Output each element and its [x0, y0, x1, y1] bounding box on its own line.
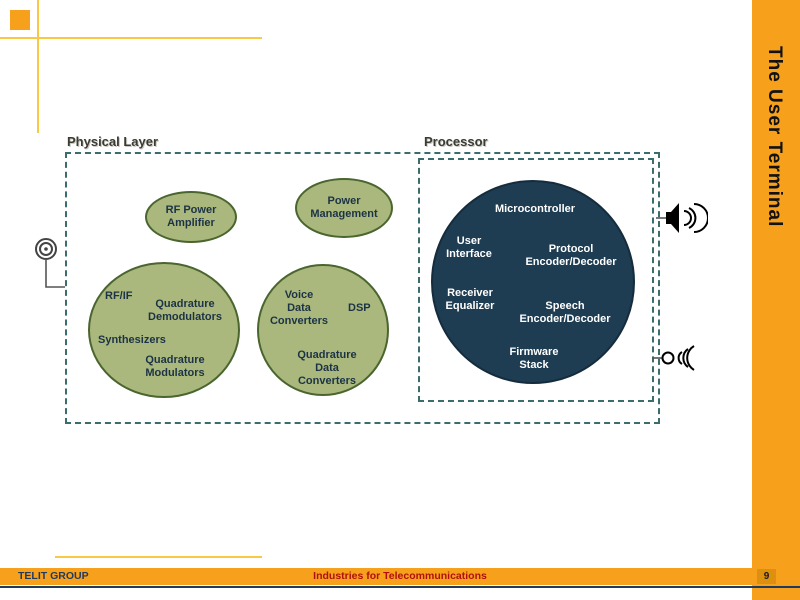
power-management-node: Power Management	[295, 178, 393, 238]
speaker-icon	[656, 203, 708, 233]
protocol-encoder-decoder-label: Protocol Encoder/Decoder	[525, 243, 617, 268]
microcontroller-label: Microcontroller	[494, 203, 576, 215]
bottom-left-horizontal-line	[55, 556, 262, 558]
receiver-equalizer-label: Receiver Equalizer	[445, 287, 495, 312]
rf-power-amplifier-label: RF Power Amplifier	[165, 204, 217, 229]
physical-layer-box	[65, 152, 660, 424]
power-management-label: Power Management	[310, 195, 378, 220]
antenna-icon	[35, 238, 65, 288]
side-band	[752, 0, 800, 600]
quadrature-modulators-label: Quadrature Modulators	[145, 354, 205, 379]
physical-layer-label: Physical Layer	[67, 134, 159, 149]
footer-company-name: TELIT GROUP	[18, 570, 89, 582]
firmware-stack-label: Firmware Stack	[509, 346, 559, 371]
speech-encoder-decoder-label: Speech Encoder/Decoder	[519, 300, 611, 325]
corner-accent-square	[10, 10, 30, 30]
processor-box	[418, 158, 654, 402]
quadrature-demodulators-label: Quadrature Demodulators	[148, 298, 222, 323]
footer-tagline: Industries for Telecommunications	[313, 570, 487, 582]
dsp-label: DSP	[348, 302, 371, 314]
processor-label: Processor	[424, 134, 488, 149]
microcontroller-node: Microcontroller User Interface Protocol …	[431, 180, 635, 384]
footer-bar	[0, 568, 800, 585]
dsp-group-node: Voice Data Converters DSP Quadrature Dat…	[257, 264, 389, 396]
voice-data-converters-label: Voice Data Converters	[269, 289, 329, 327]
microphone-icon	[652, 345, 695, 371]
rf-if-label: RF/IF	[105, 290, 133, 302]
slide-title: The User Terminal	[764, 46, 785, 228]
rf-power-amplifier-node: RF Power Amplifier	[145, 191, 237, 243]
page-number: 9	[763, 571, 770, 582]
user-interface-label: User Interface	[446, 235, 492, 260]
top-left-horizontal-line	[0, 37, 262, 39]
footer-divider-line	[0, 586, 800, 588]
synthesizers-label: Synthesizers	[98, 334, 166, 346]
top-left-vertical-line	[37, 0, 39, 133]
quadrature-data-converters-label: Quadrature Data Converters	[297, 349, 357, 387]
rf-if-group-node: RF/IF Quadrature Demodulators Synthesize…	[88, 262, 240, 398]
page-number-box: 9	[757, 569, 776, 584]
